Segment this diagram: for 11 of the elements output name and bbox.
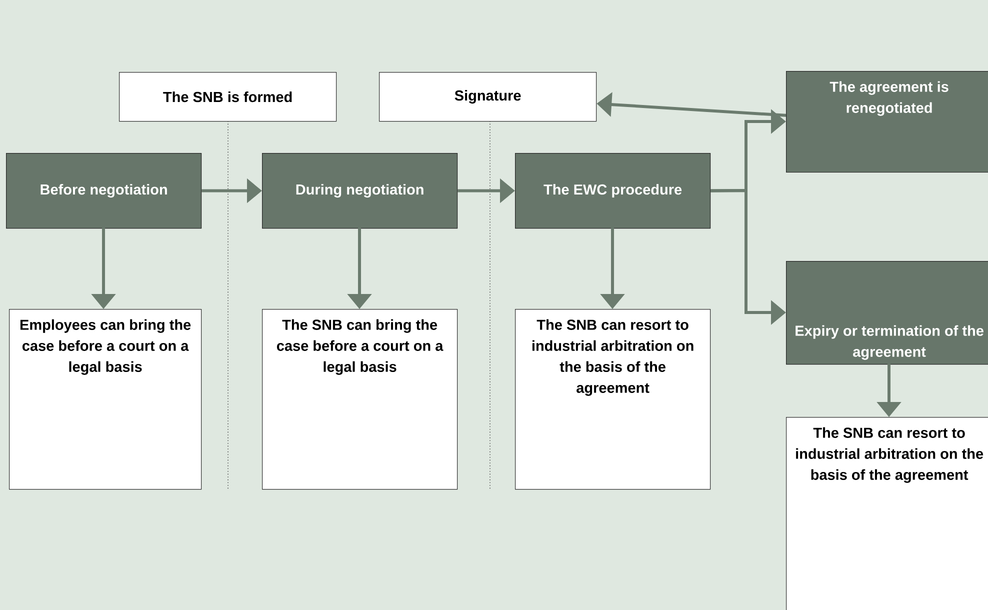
outcome-box: The SNB can resort to industrial arbitration on the basis of the agreement <box>515 309 711 490</box>
outcome-box: The SNB can resort to industrial arbitration on the basis of the agreement <box>786 417 988 610</box>
outcome-box: The SNB can bring the case before a court on a legal basis <box>262 309 458 490</box>
milestone-box: The SNB is formed <box>119 72 337 122</box>
stage-box: Expiry or termination of the agreement <box>786 261 988 365</box>
stage-box: The agreement is renegotiated <box>786 71 988 173</box>
stage-box: During negotiation <box>262 153 458 229</box>
milestone-box: Signature <box>379 72 597 122</box>
stage-box: Before negotiation <box>6 153 202 229</box>
outcome-box: Employees can bring the case before a court on a legal basis <box>9 309 202 490</box>
stage-box: The EWC procedure <box>515 153 711 229</box>
